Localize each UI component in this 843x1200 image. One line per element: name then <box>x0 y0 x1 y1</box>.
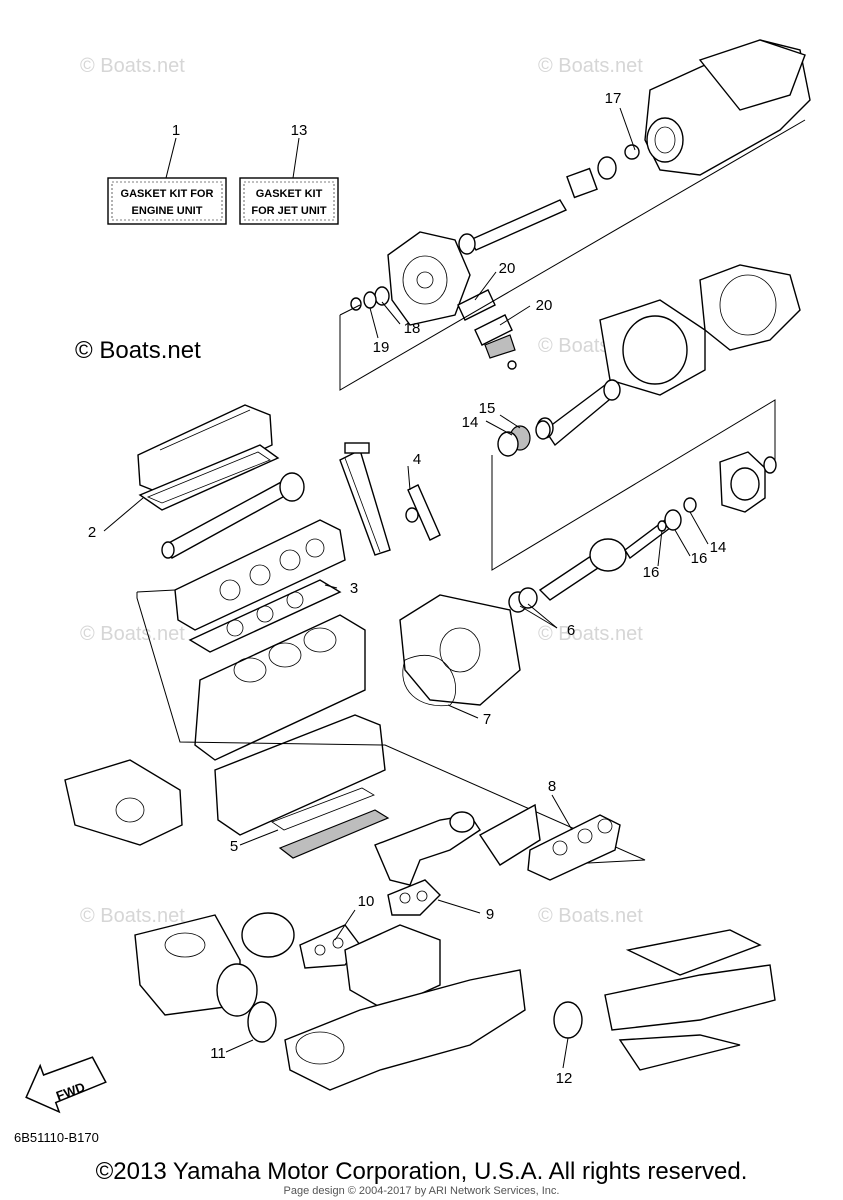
callout-5: 5 <box>230 838 238 855</box>
cylinder-head <box>174 519 346 631</box>
callout-11: 11 <box>210 1045 226 1062</box>
jet-gasket-kit-label: GASKET KIT FOR JET UNIT <box>239 177 339 225</box>
callout-6: 6 <box>567 622 575 639</box>
cylinder-head-cover <box>137 404 273 496</box>
callout-10: 10 <box>358 893 375 910</box>
jet-pump-housing-upper <box>624 39 811 176</box>
engine-kit-line2: ENGINE UNIT <box>132 205 203 217</box>
callout-15: 15 <box>479 400 496 417</box>
copyright-text: ©2013 Yamaha Motor Corporation, U.S.A. A… <box>95 1158 748 1185</box>
callout-14-right: 14 <box>710 539 727 556</box>
exhaust-gasket-8 <box>527 814 621 881</box>
jet-nozzle-housing <box>699 264 801 351</box>
coupling-shaft <box>538 518 671 601</box>
callout-16-left: 16 <box>643 564 660 581</box>
engine-kit-line1: GASKET KIT FOR <box>121 188 214 200</box>
gasket-7 <box>402 654 457 707</box>
callout-1: 1 <box>172 122 180 139</box>
watermark-main: © Boats.net <box>75 337 201 364</box>
cylinder-block <box>194 614 366 761</box>
callout-12: 12 <box>556 1070 573 1087</box>
callout-20-lower: 20 <box>536 297 553 314</box>
watermark: © Boats.net <box>80 905 185 927</box>
callout-8: 8 <box>548 778 556 795</box>
watermark: © Boats.net <box>538 623 643 645</box>
head-cover-gasket-2 <box>138 444 280 511</box>
watermark: © Boats.net <box>538 905 643 927</box>
callout-16-right: 16 <box>691 550 708 567</box>
callout-18: 18 <box>404 320 421 337</box>
watermark: © Boats.net <box>80 623 185 645</box>
watermark: © Boats.net <box>538 55 643 77</box>
callout-9: 9 <box>486 906 494 923</box>
jet-kit-line1: GASKET KIT <box>256 188 323 200</box>
callout-19: 19 <box>373 339 390 356</box>
seal-washers-18-19 <box>350 286 390 311</box>
exhaust-elbow <box>344 924 441 1011</box>
exhaust-gasket-11 <box>247 1001 277 1043</box>
jet-duct-housing <box>387 231 471 326</box>
exhaust-pipe-main <box>284 969 526 1091</box>
seals-16 <box>657 497 697 532</box>
chain-tensioner-4 <box>405 484 441 541</box>
jet-impeller-shaft <box>458 156 617 255</box>
exhaust-gasket-9 <box>387 879 441 916</box>
camshafts <box>161 472 305 559</box>
pipe-clamp <box>216 912 295 1017</box>
callout-2: 2 <box>88 524 96 541</box>
jet-stator-plate <box>599 299 706 396</box>
callout-17: 17 <box>605 90 622 107</box>
leader-lines <box>103 107 709 1069</box>
callout-14-left: 14 <box>462 414 479 431</box>
watermark: © Boats.net <box>80 55 185 77</box>
page-design-credit: Page design © 2004-2017 by ARI Network S… <box>283 1185 560 1197</box>
gasket-plate-20 <box>457 289 517 370</box>
bearings-14-15 <box>497 420 551 457</box>
diagram-code: 6B51110-B170 <box>14 1130 99 1145</box>
engine-gasket-kit-label: GASKET KIT FOR ENGINE UNIT <box>107 177 227 225</box>
water-lock <box>604 929 776 1071</box>
crankcase <box>214 714 386 836</box>
jet-kit-line2: FOR JET UNIT <box>251 205 326 217</box>
head-gasket-3 <box>188 579 342 653</box>
oil-pan-gasket-5 <box>271 787 390 859</box>
callout-labels: 1 2 3 4 5 6 7 8 9 10 11 12 13 14 14 15 1… <box>88 90 727 1087</box>
callout-13: 13 <box>291 122 308 139</box>
callout-4: 4 <box>413 451 421 468</box>
intermediate-housing <box>719 451 777 513</box>
callout-3: 3 <box>350 580 358 597</box>
callout-7: 7 <box>483 711 491 728</box>
timing-chain <box>339 442 391 556</box>
callout-20-upper: 20 <box>499 260 516 277</box>
crankcase-cover <box>399 594 521 706</box>
fwd-arrow-icon: FWD <box>25 1056 107 1114</box>
side-cover <box>64 759 183 846</box>
exhaust-gasket-12 <box>553 1001 583 1039</box>
exhaust-manifold <box>374 803 541 886</box>
